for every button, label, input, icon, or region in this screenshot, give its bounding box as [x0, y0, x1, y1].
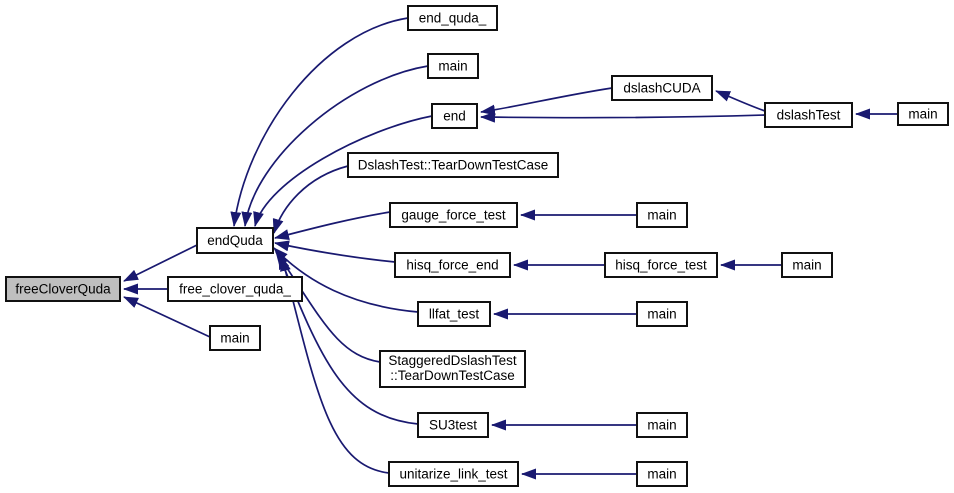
node-label-llfat_test: llfat_test	[429, 307, 480, 322]
node-box-hisq_force_end[interactable]	[394, 252, 511, 278]
node-box-end[interactable]	[431, 103, 478, 129]
edge-main-freeclover-to-freeCloverQuda	[123, 296, 211, 338]
edge-dslashtest-teardown-to-endQuda	[272, 165, 349, 234]
node-box-gauge_force_test[interactable]	[389, 202, 518, 228]
node-dslashtest-teardown[interactable]: DslashTest::TearDownTestCase	[347, 152, 559, 178]
node-label-hisq_force_end: hisq_force_end	[406, 258, 498, 273]
nodes-layer: freeCloverQudaendQudafree_clover_quda_ma…	[5, 5, 949, 487]
node-box-main-llfat[interactable]	[636, 301, 688, 327]
node-main-gauge[interactable]: main	[636, 202, 688, 228]
node-box-main-freeclover[interactable]	[209, 325, 261, 351]
node-box-dslashCUDA[interactable]	[611, 75, 713, 101]
node-label-hisq_force_test: hisq_force_test	[615, 258, 707, 273]
edge-end-to-endQuda	[253, 115, 433, 227]
node-box-main-hisq[interactable]	[781, 252, 833, 278]
node-label-main-llfat: main	[647, 307, 676, 322]
node-box-main-gauge[interactable]	[636, 202, 688, 228]
node-box-end_quda_[interactable]	[407, 5, 498, 31]
edge-endQuda-to-freeCloverQuda	[123, 244, 198, 282]
node-label-staggered-teardown: StaggeredDslashTest::TearDownTestCase	[388, 353, 517, 383]
edges-layer	[123, 17, 898, 480]
edge-staggered-teardown-to-endQuda	[275, 251, 381, 363]
node-main-hisq[interactable]: main	[781, 252, 833, 278]
node-box-free_clover_quda_[interactable]	[167, 276, 303, 302]
node-hisq_force_test[interactable]: hisq_force_test	[604, 252, 718, 278]
node-end[interactable]: end	[431, 103, 478, 129]
node-box-endQuda[interactable]	[196, 227, 274, 254]
node-hisq_force_end[interactable]: hisq_force_end	[394, 252, 511, 278]
node-label-main-su3: main	[647, 418, 676, 433]
node-box-main-dslash[interactable]	[897, 102, 949, 126]
node-dslashCUDA[interactable]: dslashCUDA	[611, 75, 713, 101]
node-label-gauge_force_test: gauge_force_test	[401, 208, 506, 223]
node-main-endquda[interactable]: main	[427, 53, 479, 79]
node-label-main-freeclover: main	[220, 331, 249, 346]
node-label-dslashTest: dslashTest	[777, 108, 841, 123]
node-label-line1: StaggeredDslashTest	[388, 353, 517, 368]
edge-dslashTest-to-end	[480, 111, 766, 123]
node-label-main-endquda: main	[438, 59, 467, 74]
node-box-dslashTest[interactable]	[764, 102, 853, 128]
node-label-end: end	[443, 109, 466, 124]
node-label-main-dslash: main	[908, 107, 937, 122]
edge-dslashCUDA-to-end	[480, 87, 613, 116]
node-box-llfat_test[interactable]	[417, 301, 491, 327]
edge-unitarize_link_test-to-endQuda	[280, 256, 390, 474]
node-box-main-unitarize[interactable]	[636, 461, 688, 487]
node-label-freeCloverQuda: freeCloverQuda	[15, 282, 111, 297]
node-gauge_force_test[interactable]: gauge_force_test	[389, 202, 518, 228]
node-staggered-teardown[interactable]: StaggeredDslashTest::TearDownTestCase	[379, 350, 526, 388]
node-label-free_clover_quda_: free_clover_quda_	[179, 282, 291, 297]
node-box-main-endquda[interactable]	[427, 53, 479, 79]
node-label-unitarize_link_test: unitarize_link_test	[399, 467, 507, 482]
node-main-su3[interactable]: main	[636, 412, 688, 438]
node-main-freeclover[interactable]: main	[209, 325, 261, 351]
node-end_quda_[interactable]: end_quda_	[407, 5, 498, 31]
node-freeCloverQuda: freeCloverQuda	[5, 276, 121, 302]
node-main-unitarize[interactable]: main	[636, 461, 688, 487]
node-box-SU3test[interactable]	[417, 412, 489, 438]
edge-gauge_force_test-to-endQuda	[274, 211, 391, 240]
node-free_clover_quda_[interactable]: free_clover_quda_	[167, 276, 303, 302]
node-main-llfat[interactable]: main	[636, 301, 688, 327]
node-box-dslashtest-teardown[interactable]	[347, 152, 559, 178]
node-main-dslash[interactable]: main	[897, 102, 949, 126]
node-box-main-su3[interactable]	[636, 412, 688, 438]
edge-hisq_force_end-to-endQuda	[274, 240, 396, 263]
edge-main-endquda-to-endQuda	[241, 65, 429, 227]
node-SU3test[interactable]: SU3test	[417, 412, 489, 438]
node-box-staggered-teardown[interactable]	[379, 350, 526, 388]
edge-end_quda_-to-endQuda	[230, 17, 409, 227]
node-box-freeCloverQuda	[5, 276, 121, 302]
node-llfat_test[interactable]: llfat_test	[417, 301, 491, 327]
node-dslashTest[interactable]: dslashTest	[764, 102, 853, 128]
node-label-endQuda: endQuda	[207, 233, 263, 248]
node-label-dslashtest-teardown: DslashTest::TearDownTestCase	[358, 158, 549, 173]
node-box-hisq_force_test[interactable]	[604, 252, 718, 278]
node-unitarize_link_test[interactable]: unitarize_link_test	[388, 461, 519, 487]
node-label-main-unitarize: main	[647, 467, 676, 482]
node-label-end_quda_: end_quda_	[419, 11, 487, 26]
node-label-SU3test: SU3test	[429, 418, 477, 433]
node-label-main-hisq: main	[792, 258, 821, 273]
node-label-line2: ::TearDownTestCase	[390, 368, 515, 383]
node-label-dslashCUDA: dslashCUDA	[623, 81, 700, 96]
node-endQuda[interactable]: endQuda	[196, 227, 274, 254]
node-box-unitarize_link_test[interactable]	[388, 461, 519, 487]
edge-dslashTest-to-dslashCUDA	[715, 90, 766, 112]
node-label-main-gauge: main	[647, 208, 676, 223]
